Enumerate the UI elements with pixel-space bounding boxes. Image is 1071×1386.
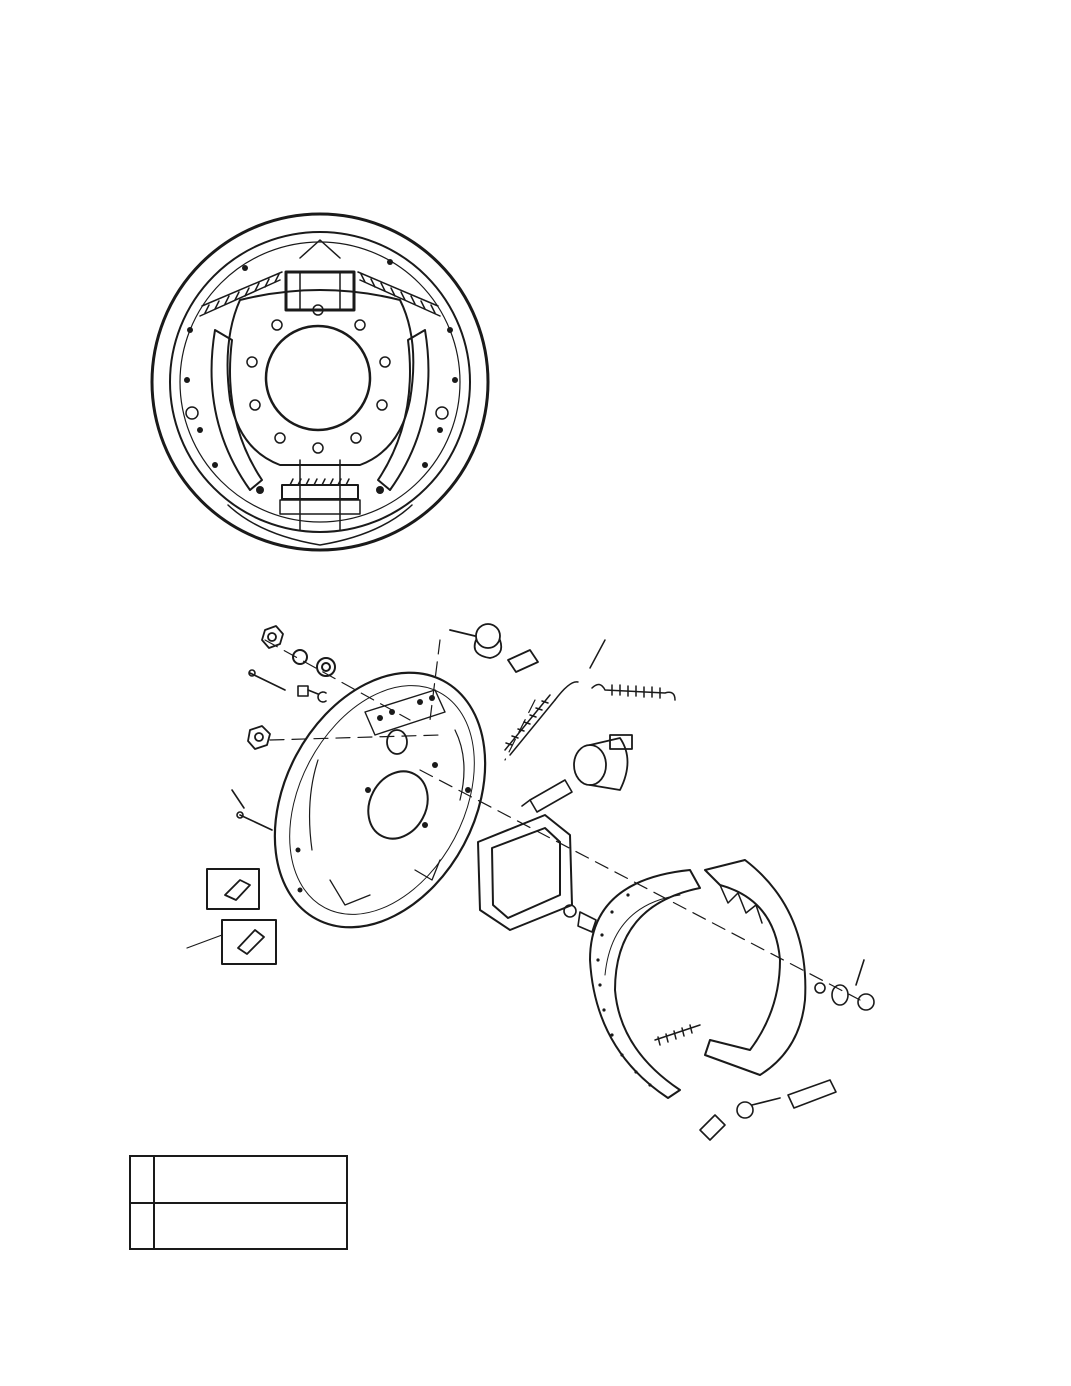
legend-row [129, 1155, 348, 1204]
assembly-guide-lines [264, 639, 861, 1001]
legend-key [129, 1201, 155, 1250]
clip-inset-upper [206, 868, 260, 910]
c-clip [317, 691, 327, 703]
mounting-nut-lower [247, 725, 271, 750]
backing-plate-inner-rim [169, 231, 471, 533]
legend-row [129, 1201, 348, 1250]
hub-center-hole [264, 324, 372, 432]
small-bolt [297, 685, 319, 697]
flat-washer [316, 657, 336, 677]
anchor-plate [507, 649, 539, 673]
backing-plate-center-hole [367, 770, 429, 840]
anchor-pin-bolt [248, 669, 286, 691]
left-brake-shoe [210, 329, 263, 491]
legend-text [153, 1201, 348, 1250]
legend-table [129, 1155, 348, 1250]
hold-down-pin [231, 789, 273, 831]
adjuster-hardware-right [814, 959, 875, 1011]
exploded-wheel-cylinder [573, 734, 633, 791]
return-spring-short [589, 639, 676, 701]
upper-return-springs [199, 271, 441, 317]
lower-spring [654, 1024, 701, 1046]
hub-bolt-holes [246, 304, 391, 454]
clip-inset-lower [186, 919, 277, 965]
rim-rivets [184, 259, 458, 494]
backing-plate-outer-rim [150, 212, 490, 552]
mounting-nut-top [261, 625, 284, 649]
washer-and-bolt [563, 904, 597, 933]
lower-adjuster-assembly [279, 459, 361, 531]
wheel-cylinder [284, 270, 356, 312]
backing-plate [273, 671, 487, 929]
assembled-brake-view [150, 212, 490, 552]
push-rod [521, 779, 573, 813]
legend-text [153, 1155, 348, 1204]
anchor-bolt [449, 623, 503, 659]
exploded-brake-view [186, 623, 875, 1141]
dust-cover [477, 814, 573, 931]
shoe-lining-dots [596, 893, 652, 1087]
adjuster-screw [699, 1079, 837, 1141]
brake-shoe-rear [704, 859, 807, 1076]
right-brake-shoe [377, 329, 430, 491]
hub-plate [226, 289, 415, 466]
legend-key [129, 1155, 155, 1204]
return-spring-long [504, 681, 579, 756]
lock-washer [292, 649, 308, 665]
brake-shoe-front [589, 869, 701, 1099]
